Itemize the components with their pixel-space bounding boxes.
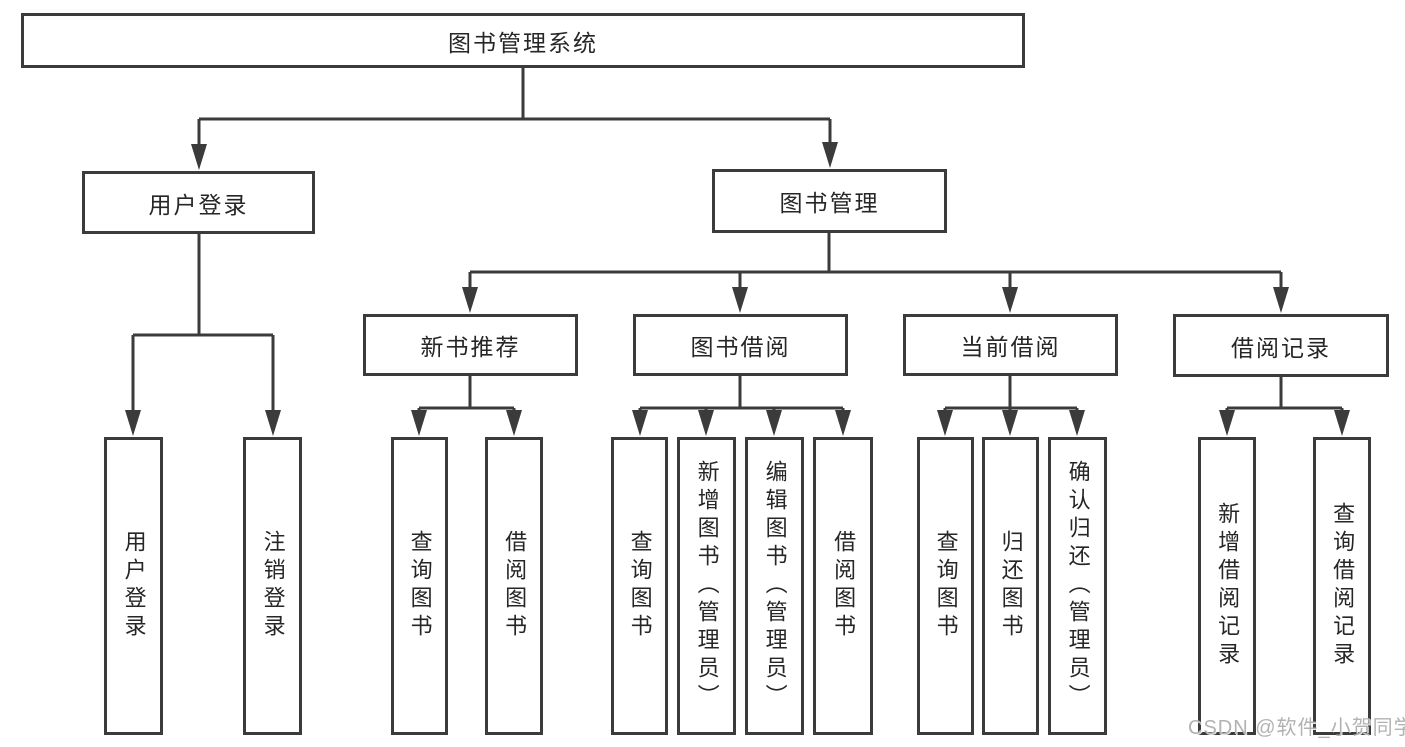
node-current-borrow-label: 当前借阅 (960, 334, 1061, 360)
leaf-query-book-current-label: 查询图书 (933, 530, 959, 642)
node-book-borrow: 图书借阅 (633, 314, 848, 376)
leaf-edit-book-admin: 编辑图书（管理员） (745, 437, 804, 735)
leaf-borrow-book-label: 借阅图书 (831, 530, 857, 642)
leaf-user-login-label: 用户登录 (121, 530, 147, 642)
node-book-management-label: 图书管理 (779, 190, 880, 216)
leaf-borrow-book-recommend-label: 借阅图书 (502, 530, 528, 642)
leaf-add-book-admin: 新增图书（管理员） (677, 437, 736, 735)
leaf-query-borrow-record-label: 查询借阅记录 (1330, 502, 1356, 670)
leaf-return-book-label: 归还图书 (998, 530, 1024, 642)
leaf-logout: 注销登录 (243, 437, 302, 735)
leaf-query-book-recommend-label: 查询图书 (407, 530, 433, 642)
node-new-book-recommend: 新书推荐 (363, 314, 578, 376)
leaf-query-book-recommend: 查询图书 (391, 437, 448, 735)
leaf-user-login: 用户登录 (104, 437, 163, 735)
leaf-confirm-return-admin: 确认归还（管理员） (1048, 437, 1107, 735)
leaf-borrow-book: 借阅图书 (813, 437, 873, 735)
leaf-logout-label: 注销登录 (260, 530, 286, 642)
leaf-confirm-return-admin-label: 确认归还（管理员） (1065, 460, 1091, 712)
node-user-login: 用户登录 (82, 171, 315, 234)
leaf-edit-book-admin-label: 编辑图书（管理员） (762, 460, 788, 712)
node-new-book-recommend-label: 新书推荐 (420, 334, 521, 360)
leaf-return-book: 归还图书 (982, 437, 1039, 735)
leaf-query-book-borrow-label: 查询图书 (627, 530, 653, 642)
leaf-query-book-borrow: 查询图书 (611, 437, 668, 735)
leaf-borrow-book-recommend: 借阅图书 (485, 437, 543, 735)
node-book-management: 图书管理 (712, 169, 947, 233)
node-root-label: 图书管理系统 (448, 29, 598, 56)
node-current-borrow: 当前借阅 (903, 314, 1118, 376)
leaf-add-borrow-record-label: 新增借阅记录 (1215, 502, 1241, 670)
leaf-query-borrow-record: 查询借阅记录 (1313, 437, 1371, 735)
watermark: CSDN @软件_小贺同学 (1188, 717, 1405, 739)
node-borrow-records: 借阅记录 (1173, 314, 1389, 377)
node-root: 图书管理系统 (21, 13, 1025, 68)
node-user-login-label: 用户登录 (148, 191, 249, 218)
node-borrow-records-label: 借阅记录 (1231, 334, 1331, 361)
leaf-add-borrow-record: 新增借阅记录 (1198, 437, 1256, 735)
node-book-borrow-label: 图书借阅 (690, 334, 791, 360)
leaf-query-book-current: 查询图书 (917, 437, 974, 735)
leaf-add-book-admin-label: 新增图书（管理员） (694, 460, 720, 712)
